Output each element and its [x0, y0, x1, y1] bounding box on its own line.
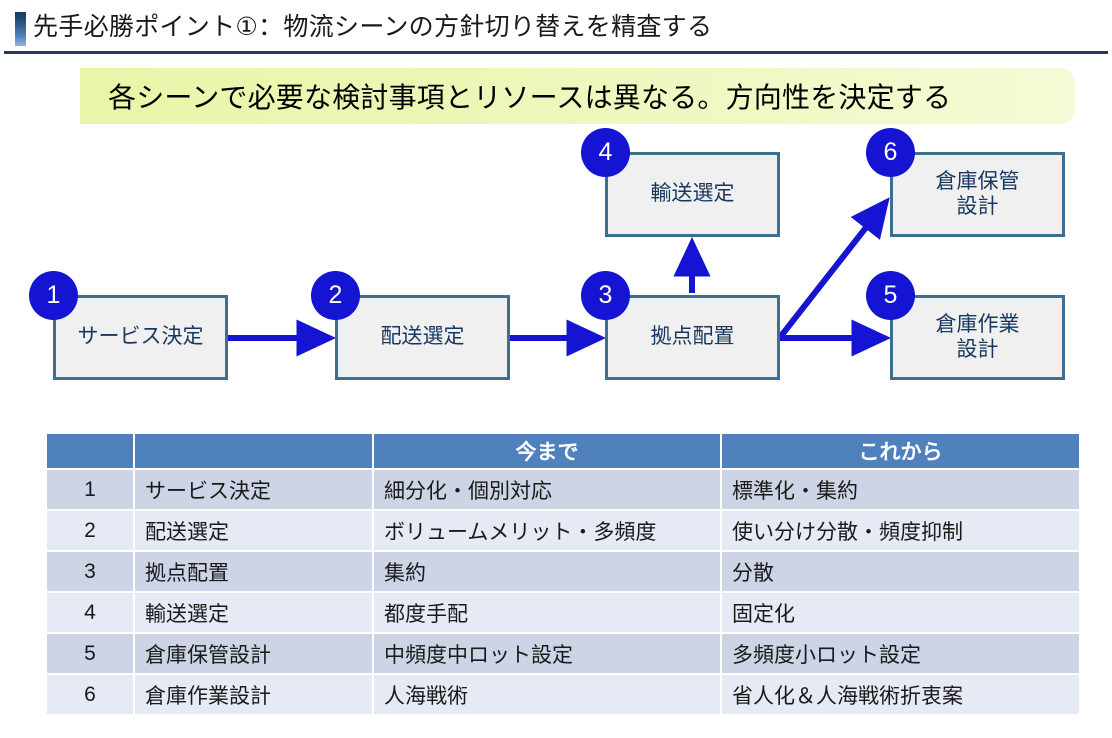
table-row: 3 拠点配置 集約 分散 [47, 552, 1079, 591]
cell-index: 2 [47, 511, 135, 550]
cell-scene: 配送選定 [135, 511, 374, 550]
flow-node-4-label: 輸送選定 [650, 182, 735, 206]
cell-after: 固定化 [722, 593, 1079, 632]
arrow-3-to-6 [778, 197, 890, 338]
flow-node-5-label: 倉庫作業設計 [935, 312, 1020, 361]
comparison-table-wrapper: 今まで これから 1 サービス決定 細分化・個別対応 標準化・集約 2 配送選定… [47, 432, 1079, 716]
slide-title-bar: 先手必勝ポイント①：物流シーンの方針切り替えを精査する [0, 0, 1112, 54]
subtitle-text: 各シーンで必要な検討事項とリソースは異なる。方向性を決定する [108, 82, 952, 113]
table-body: 1 サービス決定 細分化・個別対応 標準化・集約 2 配送選定 ボリュームメリッ… [47, 470, 1079, 714]
flow-node-1-label: サービス決定 [77, 325, 204, 349]
flow-node-2[interactable]: 配送選定 [335, 295, 510, 380]
table-header-row: 今まで これから [47, 434, 1079, 468]
cell-before: 都度手配 [374, 593, 722, 632]
flow-badge-4: 4 [581, 128, 630, 177]
flow-badge-4-number: 4 [598, 138, 613, 166]
table-head: 今まで これから [47, 434, 1079, 468]
table-row: 6 倉庫作業設計 人海戦術 省人化＆人海戦術折衷案 [47, 675, 1079, 714]
cell-index: 5 [47, 634, 135, 673]
flow-badge-3: 3 [581, 271, 630, 320]
flow-badge-6-number: 6 [883, 138, 898, 166]
flow-node-3[interactable]: 拠点配置 [605, 295, 780, 380]
flow-node-3-label: 拠点配置 [650, 325, 735, 349]
comparison-table: 今まで これから 1 サービス決定 細分化・個別対応 標準化・集約 2 配送選定… [47, 432, 1079, 716]
cell-before: 細分化・個別対応 [374, 470, 722, 509]
subtitle-banner: 各シーンで必要な検討事項とリソースは異なる。方向性を決定する [80, 68, 1075, 124]
cell-after: 使い分け分散・頻度抑制 [722, 511, 1079, 550]
title-divider [4, 51, 1108, 54]
flow-node-4[interactable]: 輸送選定 [605, 152, 780, 237]
cell-index: 6 [47, 675, 135, 714]
cell-scene: サービス決定 [135, 470, 374, 509]
cell-scene: 拠点配置 [135, 552, 374, 591]
flow-badge-1: 1 [29, 271, 78, 320]
flow-node-6[interactable]: 倉庫保管設計 [890, 152, 1065, 237]
flow-node-1[interactable]: サービス決定 [53, 295, 228, 380]
cell-scene: 倉庫保管設計 [135, 634, 374, 673]
cell-before: 集約 [374, 552, 722, 591]
cell-scene: 輸送選定 [135, 593, 374, 632]
table-row: 2 配送選定 ボリュームメリット・多頻度 使い分け分散・頻度抑制 [47, 511, 1079, 550]
flow-badge-3-number: 3 [598, 281, 613, 309]
flow-node-2-label: 配送選定 [380, 325, 465, 349]
cell-scene: 倉庫作業設計 [135, 675, 374, 714]
flow-diagram: サービス決定 1 配送選定 2 拠点配置 3 輸送選定 4 倉庫作業設計 5 倉… [0, 128, 1112, 400]
flow-arrows [228, 197, 891, 357]
flow-node-6-label: 倉庫保管設計 [935, 169, 1020, 218]
page-title: 先手必勝ポイント①：物流シーンの方針切り替えを精査する [33, 13, 713, 41]
cell-index: 1 [47, 470, 135, 509]
cell-before: ボリュームメリット・多頻度 [374, 511, 722, 550]
cell-before: 中頻度中ロット設定 [374, 634, 722, 673]
table-row: 1 サービス決定 細分化・個別対応 標準化・集約 [47, 470, 1079, 509]
table-header-after: これから [722, 434, 1079, 468]
title-accent-bar [15, 12, 26, 46]
flow-badge-5: 5 [866, 271, 915, 320]
flow-node-5[interactable]: 倉庫作業設計 [890, 295, 1065, 380]
table-row: 5 倉庫保管設計 中頻度中ロット設定 多頻度小ロット設定 [47, 634, 1079, 673]
flow-badge-6: 6 [866, 128, 915, 177]
flow-badge-2-number: 2 [328, 281, 343, 309]
cell-after: 分散 [722, 552, 1079, 591]
cell-index: 4 [47, 593, 135, 632]
table-header-scene [135, 434, 374, 468]
flow-badge-5-number: 5 [883, 281, 898, 309]
table-header-index [47, 434, 135, 468]
cell-after: 多頻度小ロット設定 [722, 634, 1079, 673]
cell-after: 省人化＆人海戦術折衷案 [722, 675, 1079, 714]
cell-index: 3 [47, 552, 135, 591]
table-row: 4 輸送選定 都度手配 固定化 [47, 593, 1079, 632]
flow-badge-2: 2 [311, 271, 360, 320]
flow-badge-1-number: 1 [46, 281, 61, 309]
table-header-before: 今まで [374, 434, 722, 468]
cell-before: 人海戦術 [374, 675, 722, 714]
cell-after: 標準化・集約 [722, 470, 1079, 509]
